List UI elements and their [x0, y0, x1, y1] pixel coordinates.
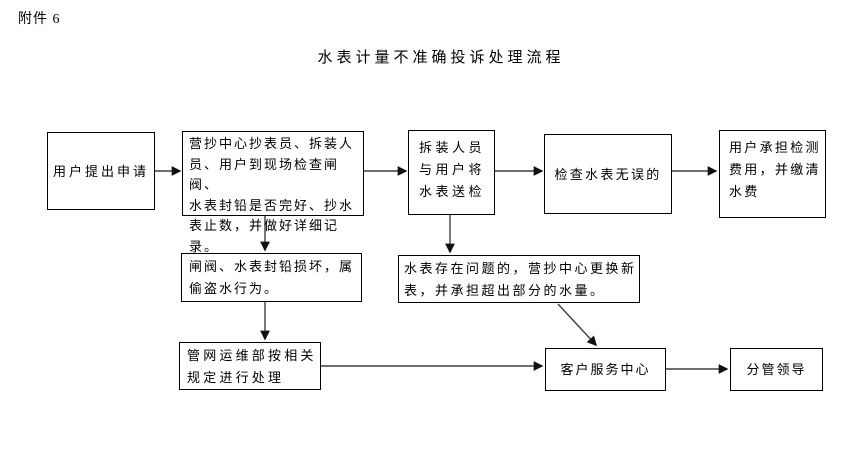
box-user-request: 用户提出申请 — [47, 132, 155, 210]
box-seal-broken: 闸阀、水表封铅损坏，属 偷盗水行为。 — [181, 253, 362, 302]
attachment-label: 附件 6 — [18, 12, 61, 27]
box-user-pay: 用户承担检测 费用，并缴清 水费 — [719, 130, 826, 218]
box-meter-problem: 水表存在问题的，营抄中心更换新 表，并承担超出部分的水量。 — [398, 255, 640, 303]
box-service-center: 客户服务中心 — [545, 348, 666, 391]
box-leader: 分管领导 — [730, 348, 823, 391]
box-pipe-dept: 管网运维部按相关 规定进行处理 — [179, 342, 321, 390]
edge-meter-problem-to-service-center — [557, 303, 597, 347]
page-title: 水表计量不准确投诉处理流程 — [317, 50, 565, 66]
box-site-check: 营抄中心抄表员、拆装人 员、用户到现场检查闸阀、 水表封铅是否完好、抄水 表止数… — [182, 131, 364, 254]
box-send-meter: 拆装人员 与用户将 水表送检 — [408, 130, 495, 215]
box-verify-ok: 检查水表无误的 — [544, 134, 672, 214]
